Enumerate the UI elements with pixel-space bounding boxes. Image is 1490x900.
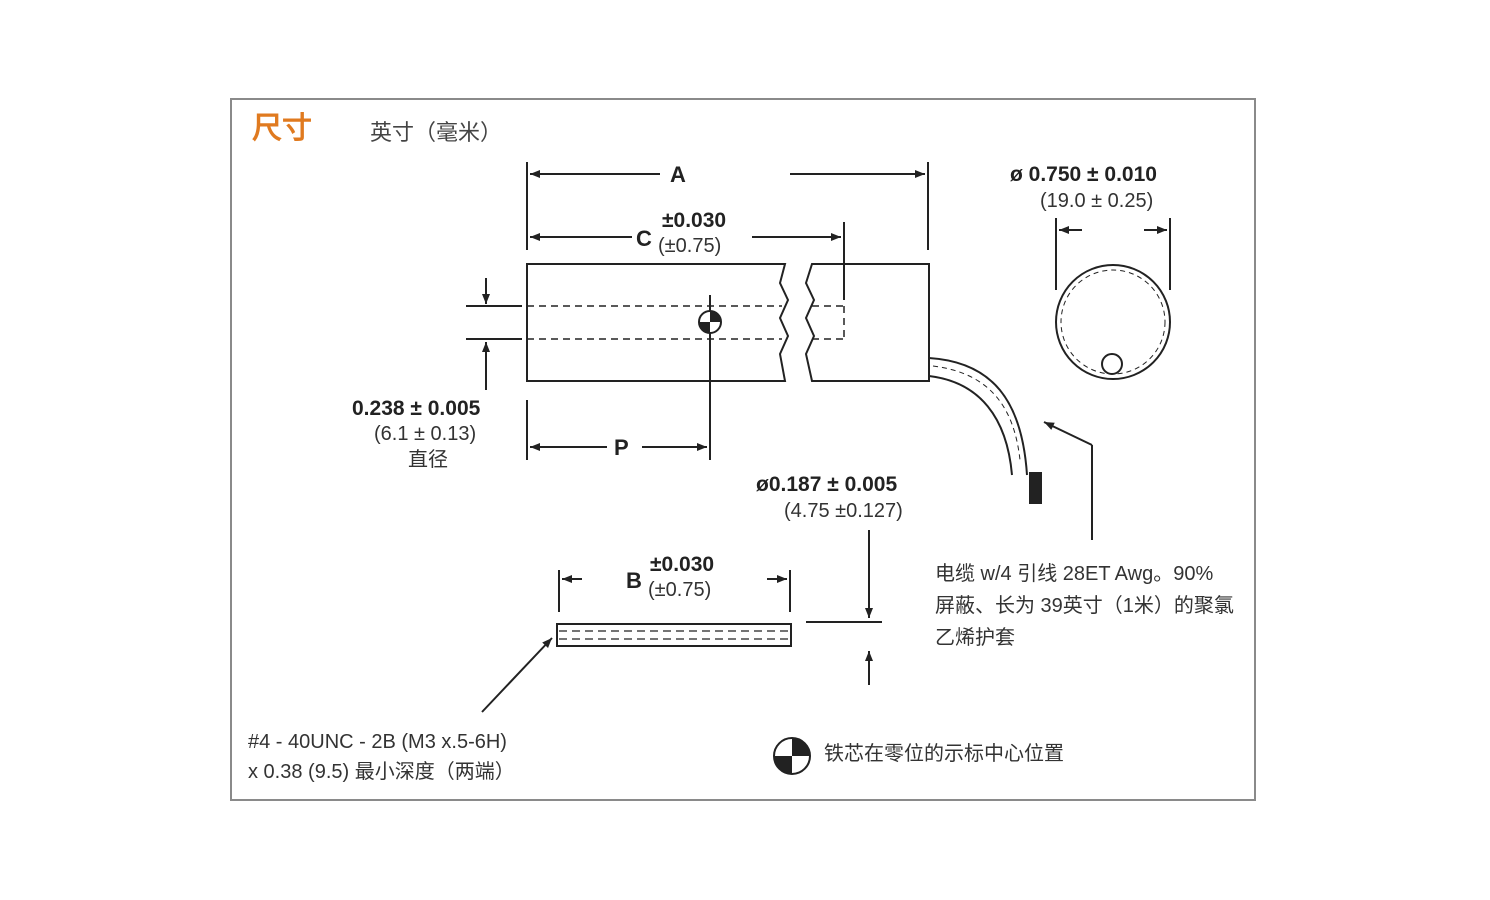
thread-note-line1: #4 - 40UNC - 2B (M3 x.5-6H): [248, 731, 507, 753]
bore-hidden-lines: [527, 305, 845, 340]
p-label: P: [614, 435, 629, 460]
end-view-circle: [1055, 264, 1171, 380]
bore-note: 直径: [408, 449, 448, 471]
technical-drawing: [466, 162, 1171, 775]
page-title: 尺寸: [252, 112, 312, 145]
thread-note-line2: x 0.38 (9.5) 最小深度（两端）: [248, 761, 515, 783]
b-tolerance: ±0.030: [650, 553, 715, 576]
cylinder-right-body: [804, 263, 930, 382]
page-subtitle: 英寸（毫米）: [370, 120, 503, 145]
rod-diameter: ø0.187 ± 0.005: [756, 473, 898, 496]
c-tolerance: ±0.030: [662, 209, 727, 232]
drawing-frame: 尺寸 英寸（毫米） A C ±0.030 (±0.75) ø 0.750 ± 0…: [230, 98, 1256, 801]
outer-diameter-mm: (19.0 ± 0.25): [1040, 190, 1154, 212]
outer-diameter: ø 0.750 ± 0.010: [1010, 163, 1157, 186]
c-label: C: [636, 226, 652, 251]
legend-note: 铁芯在零位的示标中心位置: [824, 743, 1064, 765]
b-label: B: [626, 568, 642, 593]
cable-plug: [1029, 472, 1042, 504]
b-tolerance-mm: (±0.75): [648, 579, 712, 601]
null-position-symbol-body: [698, 310, 722, 334]
cylinder-left-body: [526, 263, 790, 382]
cable: [928, 357, 1028, 476]
end-view-cable-hole: [1101, 353, 1123, 375]
thread-leader: [481, 637, 553, 713]
c-tolerance-mm: (±0.75): [658, 235, 722, 257]
cable-note: 电缆 w/4 引线 28ET Awg。90% 屏蔽、长为 39英寸（1米）的聚氯…: [935, 563, 1234, 649]
a-label: A: [670, 162, 686, 187]
null-position-symbol-legend: [773, 737, 811, 775]
bore-diameter-mm: (6.1 ± 0.13): [374, 423, 477, 445]
rod-diameter-mm: (4.75 ±0.127): [784, 500, 903, 522]
core-rod: [556, 623, 792, 647]
bore-diameter: 0.238 ± 0.005: [352, 397, 481, 420]
